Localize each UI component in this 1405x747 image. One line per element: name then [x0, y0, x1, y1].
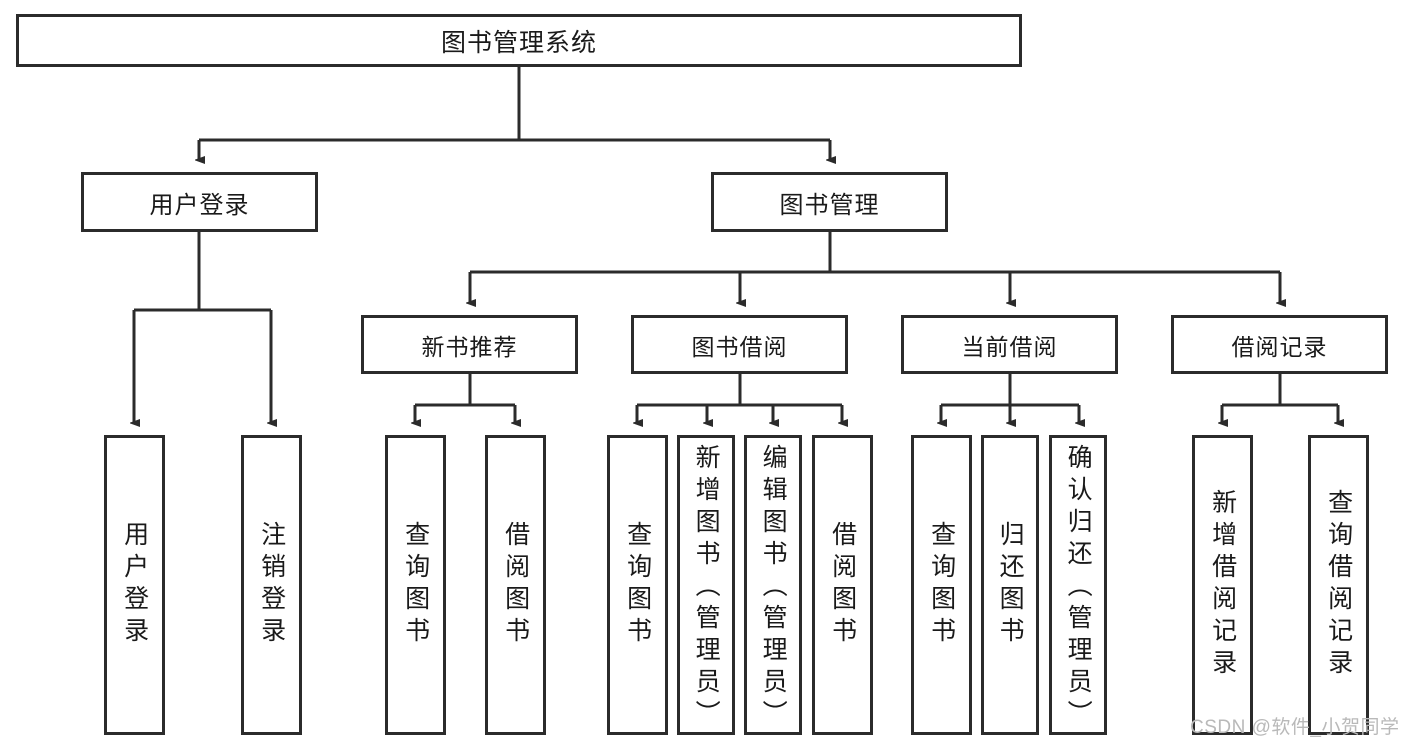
- node-leaf-add-book-admin[interactable]: 新增图书（管理员）: [677, 435, 735, 735]
- node-label: 借阅图书: [828, 521, 857, 649]
- node-leaf-logout[interactable]: 注销登录: [241, 435, 302, 735]
- node-label: 当前借阅: [961, 333, 1058, 360]
- node-label: 查询图书: [927, 521, 956, 649]
- node-leaf-query-book-current[interactable]: 查询图书: [911, 435, 972, 735]
- node-label: 图书借阅: [691, 333, 788, 360]
- node-label: 图书管理: [779, 191, 880, 219]
- node-borrow-record[interactable]: 借阅记录: [1171, 315, 1388, 374]
- node-label: 新增图书（管理员）: [692, 444, 721, 732]
- node-leaf-edit-book-admin[interactable]: 编辑图书（管理员）: [744, 435, 802, 735]
- node-label: 归还图书: [996, 521, 1025, 649]
- node-label: 注销登录: [257, 521, 286, 649]
- node-leaf-query-borrow-record[interactable]: 查询借阅记录: [1308, 435, 1369, 735]
- node-label: 用户登录: [120, 521, 149, 649]
- node-book-borrow[interactable]: 图书借阅: [631, 315, 848, 374]
- node-label: 图书管理系统: [440, 28, 597, 57]
- node-root-book-management-system[interactable]: 图书管理系统: [16, 14, 1022, 67]
- node-label: 新书推荐: [421, 333, 518, 360]
- node-label: 借阅图书: [501, 521, 530, 649]
- node-label: 新增借阅记录: [1208, 489, 1237, 681]
- node-leaf-confirm-return-admin[interactable]: 确认归还（管理员）: [1049, 435, 1107, 735]
- node-current-borrow[interactable]: 当前借阅: [901, 315, 1118, 374]
- node-leaf-user-login[interactable]: 用户登录: [104, 435, 165, 735]
- node-label: 用户登录: [149, 191, 250, 219]
- node-new-book-recommend[interactable]: 新书推荐: [361, 315, 578, 374]
- node-leaf-borrow-book-recommend[interactable]: 借阅图书: [485, 435, 546, 735]
- node-book-management[interactable]: 图书管理: [711, 172, 948, 232]
- watermark-text: CSDN @软件_小贺同学: [1190, 717, 1400, 738]
- node-label: 编辑图书（管理员）: [759, 444, 788, 732]
- node-leaf-borrow-book[interactable]: 借阅图书: [812, 435, 873, 735]
- node-label: 查询图书: [401, 521, 430, 649]
- node-user-login[interactable]: 用户登录: [81, 172, 318, 232]
- node-label: 确认归还（管理员）: [1064, 444, 1093, 732]
- node-label: 借阅记录: [1231, 333, 1328, 360]
- node-leaf-query-book-recommend[interactable]: 查询图书: [385, 435, 446, 735]
- node-leaf-add-borrow-record[interactable]: 新增借阅记录: [1192, 435, 1253, 735]
- node-leaf-return-book[interactable]: 归还图书: [981, 435, 1039, 735]
- node-leaf-query-book-borrow[interactable]: 查询图书: [607, 435, 668, 735]
- node-label: 查询借阅记录: [1324, 489, 1353, 681]
- node-label: 查询图书: [623, 521, 652, 649]
